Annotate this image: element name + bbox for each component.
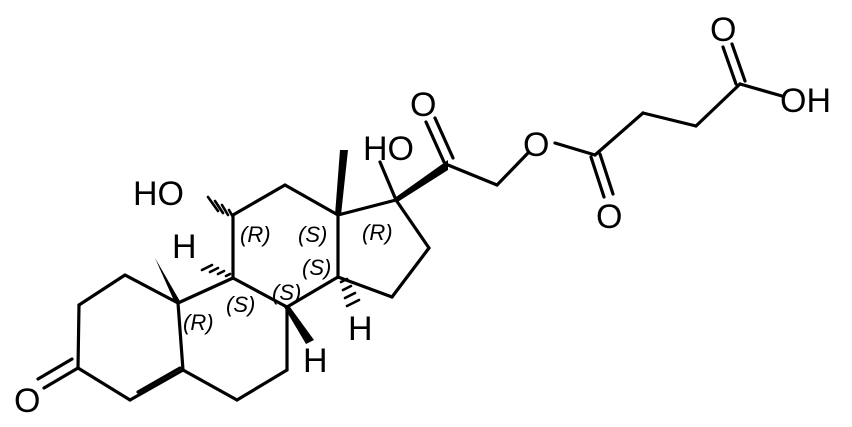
atom-h8: H — [303, 342, 328, 380]
atom-o21: O — [523, 126, 549, 164]
c10-methyl-wedge — [155, 258, 181, 303]
ring-d-bonds — [336, 198, 431, 299]
atom-ho11: HO — [133, 175, 184, 213]
atom-h14: H — [348, 310, 373, 348]
stereo-c13: (S) — [298, 222, 327, 247]
atom-labels: O HO H HO O O O O OH H H — [14, 11, 831, 420]
c8-h-wedge — [284, 307, 314, 344]
stereo-c14: (S) — [302, 255, 331, 280]
atom-o-acid-carbonyl: O — [710, 11, 736, 49]
c13-methyl-wedge — [335, 150, 348, 215]
atom-o20: O — [410, 86, 436, 124]
atom-o3: O — [14, 382, 40, 420]
c9-h-hash — [200, 263, 232, 278]
ring-c-bonds — [231, 183, 340, 309]
stereo-c17: (R) — [362, 220, 393, 245]
ring-b-bonds — [176, 276, 289, 402]
atom-ho17: HO — [363, 130, 414, 168]
stereo-labels: (R) (S) (R) (S) (S) (R) (S) — [183, 220, 393, 335]
atom-o-ester-carbonyl: O — [596, 198, 622, 236]
c11-oh-hash — [206, 195, 235, 219]
stereo-c9: (S) — [226, 292, 255, 317]
side-chain-bonds — [396, 42, 784, 203]
ring-a-bonds — [36, 273, 185, 402]
atom-oh-acid: OH — [780, 82, 831, 120]
stereo-c11: (R) — [240, 222, 271, 247]
stereo-c8: (S) — [272, 280, 301, 305]
c14-h-hash — [339, 277, 361, 308]
atom-h9: H — [172, 228, 197, 266]
stereo-c10: (R) — [183, 310, 214, 335]
stereo-bonds — [155, 150, 398, 344]
